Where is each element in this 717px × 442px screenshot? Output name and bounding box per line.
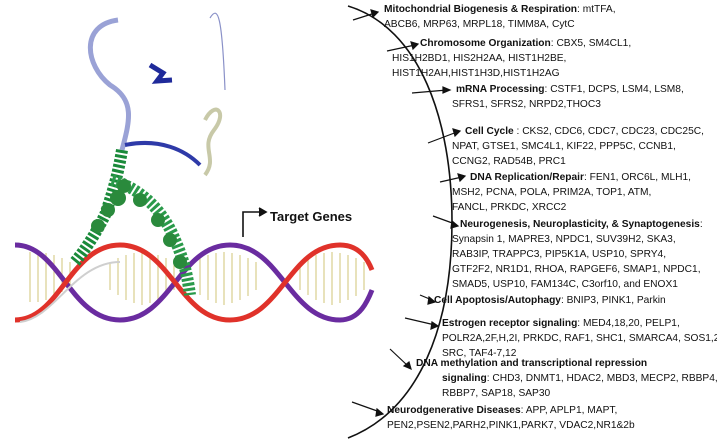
- gene-list-line: SMAD5, USP10, FAM134C, C3orf10, and ENOX…: [452, 277, 678, 292]
- dna-strand-red: [14, 242, 375, 323]
- category-heading: DNA methylation and transcriptional repr…: [416, 356, 647, 371]
- gene-list-text: Synapsin 1, MAPRE3, NPDC1, SUV39H2, SKA3…: [452, 234, 676, 245]
- gene-list-text: RAB3IP, TRAPPC3, PIP5K1A, USP10, SPRY4,: [452, 249, 667, 260]
- category-title: Cell Cycle: [465, 126, 514, 137]
- gene-list-line: MED4,18,20, PELP1,: [582, 318, 680, 329]
- gene-list-line: signaling: CHD3, DNMT1, HDAC2, MBD3, MEC…: [442, 371, 717, 386]
- category-separator: :: [520, 405, 526, 416]
- gene-list-line: SFRS1, SFRS2, NRPD2,THOC3: [452, 97, 601, 112]
- category-heading: DNA Replication/Repair: FEN1, ORC6L, MLH…: [470, 170, 691, 185]
- gene-list-line: FEN1, ORC6L, MLH1,: [589, 172, 691, 183]
- gene-list-text: HIST1H2AH,HIST1H3D,HIST1H2AG: [392, 68, 560, 79]
- gene-list-text: SRC, TAF4-7,12: [442, 348, 517, 359]
- gene-list-line: HIS1H2BD1, HIS2H2AA, HIST1H2BE,: [392, 51, 566, 66]
- gene-list-line: PEN2,PSEN2,PARH2,PINK1,PARK7, VDAC2,NR1&…: [387, 418, 635, 433]
- chromatin-figure: [70, 12, 226, 296]
- category-heading: Estrogen receptor signaling: MED4,18,20,…: [442, 316, 680, 331]
- gene-list-line: ABCB6, MRP63, MRPL18, TIMM8A, CytC: [384, 17, 575, 32]
- gene-list-text: SMAD5, USP10, FAM134C, C3orf10, and ENOX…: [452, 279, 678, 290]
- gene-list-text: FANCL, PRKDC, XRCC2: [452, 202, 567, 213]
- category-title: DNA Replication/Repair: [470, 172, 584, 183]
- category-title-continued: signaling: [442, 373, 487, 384]
- category-separator: :: [513, 126, 523, 137]
- category-title: Mitochondrial Biogenesis & Respiration: [384, 4, 578, 15]
- gene-list-text: SFRS1, SFRS2, NRPD2,THOC3: [452, 99, 601, 110]
- gene-list-line: CKS2, CDC6, CDC7, CDC23, CDC25C,: [522, 126, 704, 137]
- gene-list-line: CCNG2, RAD54B, PRC1: [452, 154, 566, 169]
- gene-list-line: FANCL, PRKDC, XRCC2: [452, 200, 566, 215]
- category-title: Neurogenesis, Neuroplasticity, & Synapto…: [460, 219, 700, 230]
- category-heading: Neurodgenerative Diseases: APP, APLP1, M…: [387, 403, 617, 418]
- category-separator: :: [699, 219, 703, 230]
- target-genes-label: Target Genes: [270, 209, 353, 224]
- category-separator: :: [583, 172, 590, 183]
- category-heading: Chromosome Organization: CBX5, SM4CL1,: [420, 36, 631, 51]
- category-heading: Cell Cycle : CKS2, CDC6, CDC7, CDC23, CD…: [465, 124, 704, 139]
- target-genes-arrow: [242, 207, 268, 237]
- gene-list-line: RBBP7, SAP18, SAP30: [442, 386, 550, 401]
- dna-helix-graphic: [14, 242, 375, 323]
- gene-list-text: MSH2, PCNA, POLA, PRIM2A, TOP1, ATM,: [452, 187, 652, 198]
- category-title: Estrogen receptor signaling: [442, 318, 578, 329]
- category-separator: :: [577, 4, 583, 15]
- category-title: Chromosome Organization: [420, 38, 551, 49]
- gene-list-line: Synapsin 1, MAPRE3, NPDC1, SUV39H2, SKA3…: [452, 232, 676, 247]
- category-arrows: [351, 9, 467, 417]
- category-separator: :: [486, 373, 493, 384]
- gene-list-text: HIS1H2BD1, HIS2H2AA, HIST1H2BE,: [392, 53, 567, 64]
- gene-list-line: CSTF1, DCPS, LSM4, LSM8,: [550, 84, 684, 95]
- category-heading: Mitochondrial Biogenesis & Respiration: …: [384, 2, 616, 17]
- category-separator: :: [560, 295, 567, 306]
- category-heading: Neurogenesis, Neuroplasticity, & Synapto…: [460, 217, 703, 232]
- gene-list-line: HIST1H2AH,HIST1H3D,HIST1H2AG: [392, 66, 560, 81]
- category-title: mRNA Processing: [456, 84, 545, 95]
- gene-list-text: PEN2,PSEN2,PARH2,PINK1,PARK7, VDAC2,NR1&…: [387, 420, 635, 431]
- gene-list-line: POLR2A,2F,H,2I, PRKDC, RAF1, SHC1, SMARC…: [442, 331, 717, 346]
- gene-list-line: BNIP3, PINK1, Parkin: [566, 295, 666, 306]
- gene-list-text: ABCB6, MRP63, MRPL18, TIMM8A, CytC: [384, 19, 575, 30]
- category-separator: :: [550, 38, 557, 49]
- gene-list-line: MSH2, PCNA, POLA, PRIM2A, TOP1, ATM,: [452, 185, 651, 200]
- category-title: Neurodgenerative Diseases: [387, 405, 521, 416]
- gene-list-text: NPAT, GTSE1, SMC4L1, KIF22, PPP5C, CCNB1…: [452, 141, 676, 152]
- gene-list-text: CCNG2, RAD54B, PRC1: [452, 156, 566, 167]
- gene-list-line: GTF2F2, NR1D1, RHOA, RAPGEF6, SMAP1, NPD…: [452, 262, 701, 277]
- gene-list-line: SRC, TAF4-7,12: [442, 346, 516, 361]
- gene-list-line: APP, APLP1, MAPT,: [525, 405, 618, 416]
- gene-list-text: CHD3, DNMT1, HDAC2, MBD3, MECP2, RBBP4,: [492, 373, 717, 384]
- category-separator: :: [577, 318, 583, 329]
- gene-list-line: mtTFA,: [582, 4, 616, 15]
- gene-list-line: RAB3IP, TRAPPC3, PIP5K1A, USP10, SPRY4,: [452, 247, 666, 262]
- gene-list-text: POLR2A,2F,H,2I, PRKDC, RAF1, SHC1, SMARC…: [442, 333, 717, 344]
- category-heading: Cell Apoptosis/Autophagy: BNIP3, PINK1, …: [434, 293, 666, 308]
- gene-list-line: CBX5, SM4CL1,: [556, 38, 632, 49]
- category-title: Cell Apoptosis/Autophagy: [434, 295, 561, 306]
- gene-list-text: GTF2F2, NR1D1, RHOA, RAPGEF6, SMAP1, NPD…: [452, 264, 701, 275]
- category-heading: mRNA Processing: CSTF1, DCPS, LSM4, LSM8…: [456, 82, 684, 97]
- dna-strand-purple: [14, 242, 375, 323]
- gene-list-text: RBBP7, SAP18, SAP30: [442, 388, 551, 399]
- category-title: DNA methylation and transcriptional repr…: [416, 358, 648, 369]
- gene-list-line: NPAT, GTSE1, SMC4L1, KIF22, PPP5C, CCNB1…: [452, 139, 676, 154]
- category-separator: :: [544, 84, 551, 95]
